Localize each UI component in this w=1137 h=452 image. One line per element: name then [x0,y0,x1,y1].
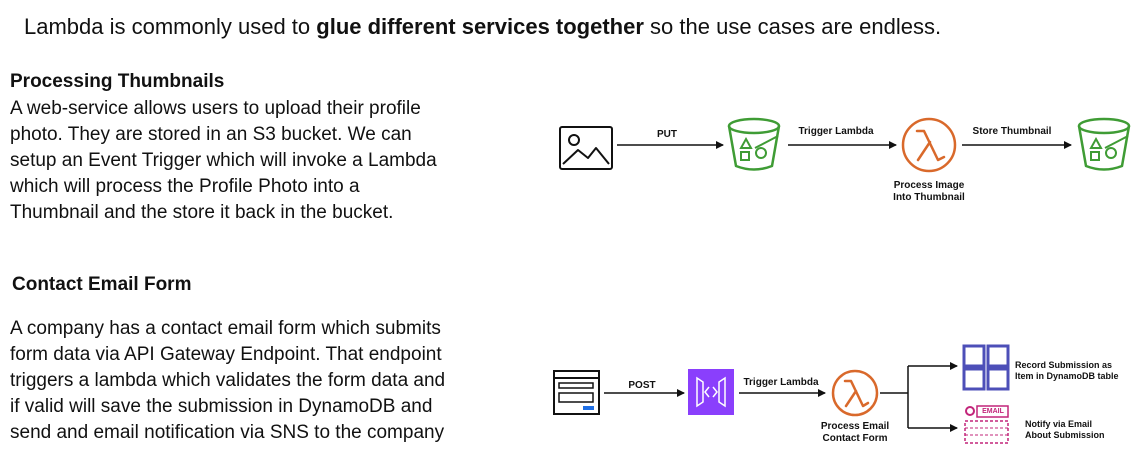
branch-connector [880,366,909,428]
section1-line: setup an Event Trigger which will invoke… [10,150,437,171]
process-email-line: Contact Form [822,433,888,444]
trigger-lambda-label: Trigger Lambda [743,377,819,388]
process-image-label: Process Image Into Thumbnail [869,180,989,204]
api-gateway-icon [688,369,734,415]
post-label: POST [628,380,656,391]
record-submission-label: Record Submission as Item in DynamoDB ta… [1015,360,1119,382]
record-submission-line: Record Submission as [1015,360,1113,370]
s3-bucket-icon [727,117,781,171]
section2-line: send and email notification via SNS to t… [10,422,445,443]
lambda-icon [901,117,957,173]
section2-line: if valid will save the submission in Dyn… [10,396,433,417]
headline-suffix: so the use cases are endless. [643,14,942,39]
section2-line: triggers a lambda which validates the fo… [10,370,446,391]
web-form-icon [553,370,600,415]
section2-line: A company has a contact email form which… [10,318,441,339]
notify-email-line: About Submission [1025,430,1105,440]
image-icon [559,126,613,170]
section2-description: A company has a contact email form which… [10,316,445,446]
headline-bold: glue different services together [316,14,644,39]
notify-email-label: Notify via Email About Submission [1025,419,1105,441]
trigger-lambda-label: Trigger Lambda [798,126,874,137]
record-submission-line: Item in DynamoDB table [1015,371,1119,381]
section1-line: A web-service allows users to upload the… [10,98,421,119]
section2-title: Contact Email Form [12,274,192,295]
section1-line: which will process the Profile Photo int… [10,176,360,197]
process-image-line: Process Image [893,180,965,191]
headline-prefix: Lambda is commonly used to [24,14,317,39]
section1-line: Thumbnail and the store it back in the b… [10,202,394,223]
s3-bucket-icon [1077,117,1131,171]
store-thumbnail-label: Store Thumbnail [972,126,1052,137]
section2-line: form data via API Gateway Endpoint. That… [10,344,442,365]
process-image-line: Into Thumbnail [893,192,965,203]
email-icon-text: EMAIL [982,408,1004,415]
section1-line: photo. They are stored in an S3 bucket. … [10,124,412,145]
process-email-label: Process Email Contact Form [805,421,905,445]
process-email-line: Process Email [820,421,890,432]
lambda-icon [831,369,879,417]
notify-email-line: Notify via Email [1025,419,1093,429]
headline: Lambda is commonly used to glue differen… [24,12,941,42]
section1-title: Processing Thumbnails [10,71,225,92]
put-label: PUT [657,129,677,140]
section1-description: A web-service allows users to upload the… [10,96,437,226]
dynamodb-table-icon [962,344,1010,391]
sns-email-icon [964,405,1009,444]
